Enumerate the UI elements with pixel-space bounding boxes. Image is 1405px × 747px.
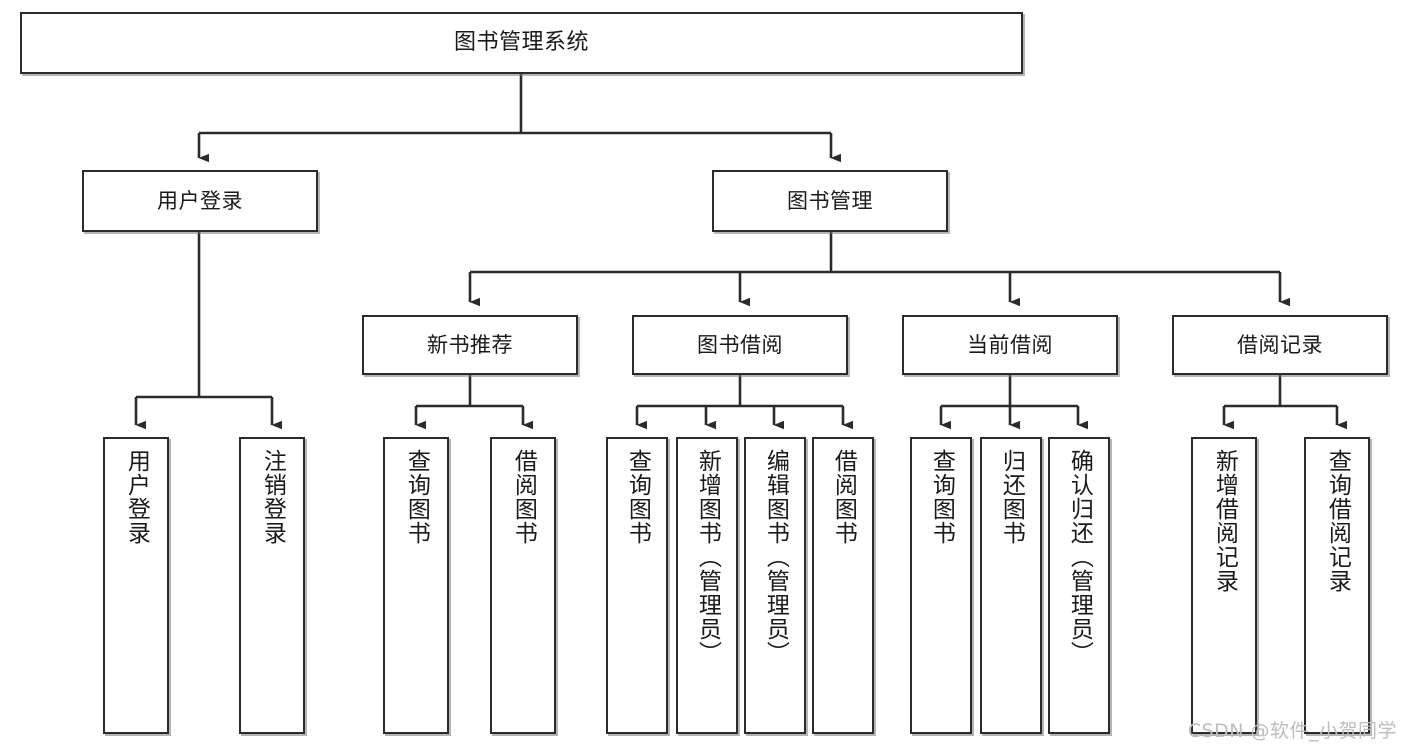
node-leaf-borrow-book[interactable]: 借阅图书 — [812, 437, 874, 734]
node-label: 用户登录 — [157, 188, 243, 213]
node-user-login[interactable]: 用户登录 — [82, 170, 318, 232]
node-new-book-recommend[interactable]: 新书推荐 — [362, 315, 578, 375]
node-label: 注销登录 — [259, 449, 286, 545]
node-label: 用户登录 — [123, 449, 150, 545]
node-leaf-logout-login[interactable]: 注销登录 — [239, 437, 305, 734]
node-book-management[interactable]: 图书管理 — [712, 170, 948, 232]
node-leaf-user-login[interactable]: 用户登录 — [103, 437, 169, 734]
node-leaf-query-borrow-record[interactable]: 查询借阅记录 — [1304, 437, 1370, 734]
node-label: 新书推荐 — [427, 332, 513, 357]
node-label: 新增图书（管理员） — [694, 449, 721, 665]
node-label: 确认归还（管理员） — [1066, 449, 1093, 665]
node-label: 新增借阅记录 — [1211, 449, 1238, 593]
node-label: 编辑图书（管理员） — [762, 449, 789, 665]
node-label: 图书管理 — [787, 188, 873, 213]
node-root-book-management-system[interactable]: 图书管理系统 — [20, 12, 1023, 74]
node-leaf-query-book-recommend[interactable]: 查询图书 — [383, 437, 449, 734]
node-label: 查询借阅记录 — [1324, 449, 1351, 593]
node-label: 借阅图书 — [510, 449, 537, 545]
node-leaf-query-book-current[interactable]: 查询图书 — [910, 437, 972, 734]
node-leaf-confirm-return-admin[interactable]: 确认归还（管理员） — [1048, 437, 1110, 734]
node-label: 归还图书 — [998, 449, 1025, 545]
node-leaf-add-book-admin[interactable]: 新增图书（管理员） — [676, 437, 738, 734]
node-label: 查询图书 — [403, 449, 430, 545]
node-leaf-return-book[interactable]: 归还图书 — [980, 437, 1042, 734]
node-leaf-borrow-book-recommend[interactable]: 借阅图书 — [490, 437, 556, 734]
node-leaf-add-borrow-record[interactable]: 新增借阅记录 — [1191, 437, 1257, 734]
node-label: 借阅图书 — [830, 449, 857, 545]
node-leaf-query-book-borrow[interactable]: 查询图书 — [606, 437, 668, 734]
node-label: 图书管理系统 — [453, 30, 589, 56]
node-borrow-record[interactable]: 借阅记录 — [1172, 315, 1388, 375]
node-label: 图书借阅 — [697, 332, 783, 357]
node-book-borrow[interactable]: 图书借阅 — [632, 315, 848, 375]
node-current-borrow[interactable]: 当前借阅 — [902, 315, 1118, 375]
node-leaf-edit-book-admin[interactable]: 编辑图书（管理员） — [744, 437, 806, 734]
node-label: 当前借阅 — [967, 332, 1053, 357]
watermark-text: CSDN @软件_小贺同学 — [1187, 720, 1397, 742]
node-label: 借阅记录 — [1237, 332, 1323, 357]
node-label: 查询图书 — [624, 449, 651, 545]
node-label: 查询图书 — [928, 449, 955, 545]
